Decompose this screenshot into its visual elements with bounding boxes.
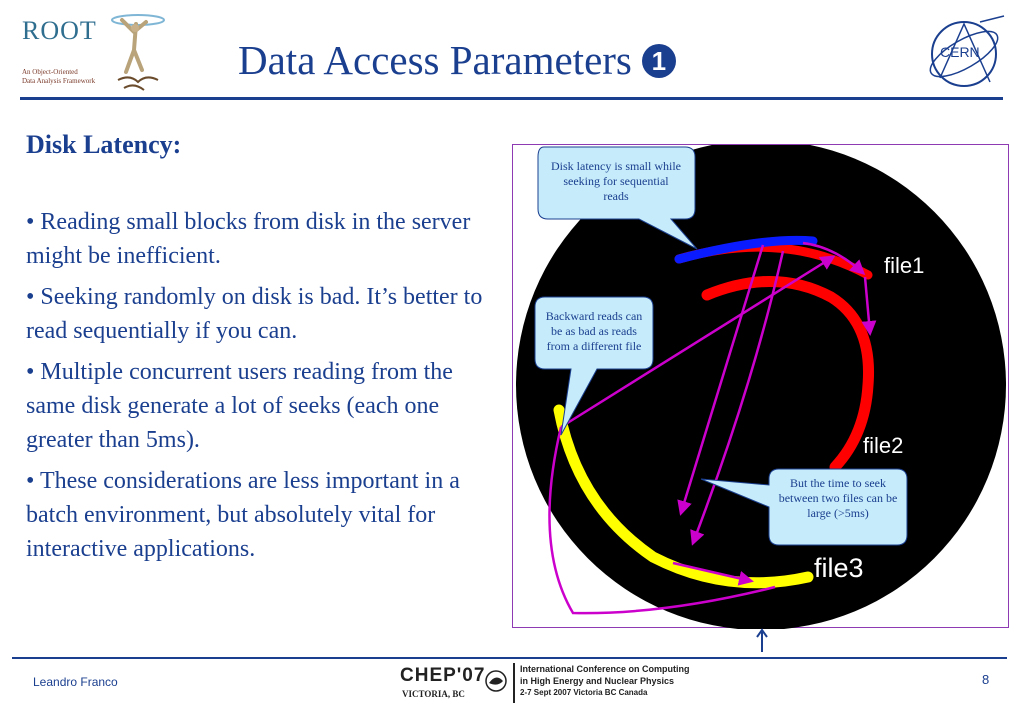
cern-logo: CERN [920,12,1008,96]
header-divider [20,97,1003,100]
disk-diagram: Disk latency is small while seeking for … [512,144,1009,629]
file1-label: file1 [884,253,925,278]
conference-divider [513,663,515,703]
bullet-item: • Multiple concurrent users reading from… [26,359,453,453]
seek-arrow [861,276,877,336]
chep-logo: CHEP'07 VICTORIA, BC [398,663,510,703]
disk-diagram-canvas [516,145,1006,629]
bullet-item: • Reading small blocks from disk in the … [26,209,471,269]
cern-logo-icon [929,15,1005,87]
root-logo-word: ROOT [22,16,97,45]
callout-backward: Backward reads can be as bad as reads fr… [545,309,643,353]
seek-arrow [672,561,754,586]
file3-label: file3 [814,553,864,583]
bullet-item: • These considerations are less importan… [26,468,460,562]
seek-arrow [548,426,776,615]
callout-sequential-bubble [537,146,698,250]
root-logo-tagline: An Object-Oriented Data Analysis Framewo… [22,68,96,85]
pointer-arrow-icon [756,628,768,652]
file3-track [553,404,814,589]
seek-arrow [677,244,765,516]
bullet-list: • Reading small blocks from disk in the … [26,205,496,573]
file2-label: file2 [863,433,904,458]
root-logo-figure-icon [111,14,165,91]
callout-file-seek: But the time to seek between two files c… [778,476,898,520]
seek-arrow [802,241,866,276]
footer-divider [12,657,1007,659]
author-name: Leandro Franco [33,675,118,689]
seek-arrow [690,250,785,546]
seek-arrows [548,241,877,615]
callout-sequential: Disk latency is small while seeking for … [551,159,681,203]
chep-logo-word: CHEP'07 [400,665,486,686]
cern-logo-word: CERN [940,44,980,60]
bullet-item: • Seeking randomly on disk is bad. It’s … [26,284,483,344]
slide-header: ROOT An Object-Oriented Data Analysis Fr… [0,0,1023,100]
conference-info: International Conference on Computing in… [520,664,690,697]
root-logo: ROOT An Object-Oriented Data Analysis Fr… [18,10,168,96]
file2-track [701,276,875,473]
subheading: Disk Latency: [26,130,182,159]
title-number-badge: 1 [641,44,676,78]
slide-title: Data Access Parameters 1 [238,36,676,84]
chep-orca-icon [485,670,507,692]
callout-files-bubble [700,468,908,546]
seek-arrow [560,255,836,429]
slide-title-text: Data Access Parameters [238,37,632,83]
chep-logo-sub: VICTORIA, BC [402,689,465,699]
callout-backward-bubble [534,296,654,436]
file1-track [674,235,818,264]
page-number: 8 [982,672,990,687]
